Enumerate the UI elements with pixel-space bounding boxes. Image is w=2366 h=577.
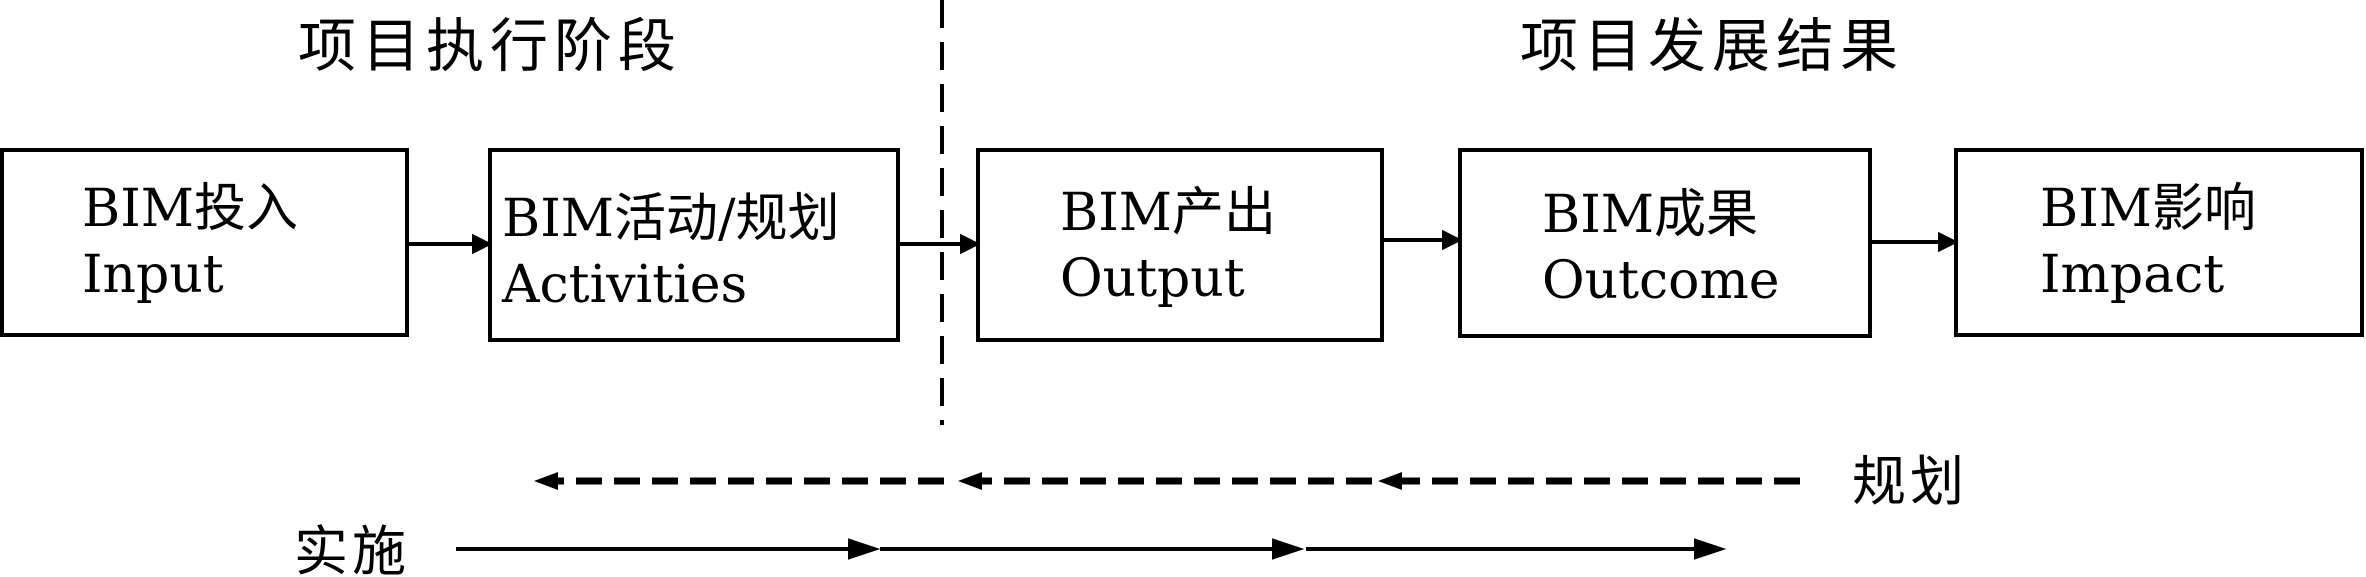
box-activities-line2: Activities — [501, 255, 747, 315]
box-outcome-line2: Outcome — [1542, 251, 1780, 311]
implementation-arrowhead-2 — [1272, 538, 1305, 560]
implementation-arrowhead-3 — [1694, 538, 1727, 560]
box-output-line1: BIM产出 — [1060, 183, 1276, 243]
planning-arrowhead-2 — [958, 472, 982, 490]
implementation-label: 实施 — [294, 520, 410, 577]
box-impact-frame — [1954, 148, 2364, 337]
arrow-activities-output-head — [960, 233, 981, 255]
arrow-outcome-impact-head — [1938, 231, 1959, 253]
implementation-arrowhead-1 — [848, 538, 881, 560]
box-input-frame — [0, 148, 409, 337]
result-phase-title: 项目发展结果 — [1520, 12, 1904, 80]
box-impact-line1: BIM影响 — [2040, 179, 2256, 239]
implementation-arrows — [456, 538, 1727, 560]
planning-arrowhead-1 — [534, 472, 558, 490]
arrow-output-outcome-head — [1442, 229, 1463, 251]
box-activities-line1: BIM活动/规划 — [502, 189, 840, 249]
execution-phase-title: 项目执行阶段 — [298, 12, 682, 80]
box-impact: BIM影响 Impact — [1954, 148, 2364, 337]
planning-label: 规划 — [1852, 450, 1968, 513]
box-impact-line2: Impact — [2040, 245, 2224, 305]
box-outcome-line1: BIM成果 — [1542, 185, 1758, 245]
connector-arrows — [409, 229, 1959, 255]
box-input-line2: Input — [82, 245, 224, 305]
box-output-frame — [976, 148, 1384, 342]
box-outcome: BIM成果 Outcome — [1458, 148, 1872, 338]
box-output-line2: Output — [1060, 249, 1245, 309]
box-output: BIM产出 Output — [976, 148, 1384, 342]
box-outcome-frame — [1458, 148, 1872, 338]
arrow-input-activities-head — [472, 233, 493, 255]
planning-arrows — [534, 472, 1800, 490]
box-activities: BIM活动/规划 Activities — [488, 148, 900, 342]
box-input: BIM投入 Input — [0, 148, 409, 337]
planning-arrowhead-3 — [1378, 472, 1402, 490]
box-input-line1: BIM投入 — [82, 179, 298, 239]
